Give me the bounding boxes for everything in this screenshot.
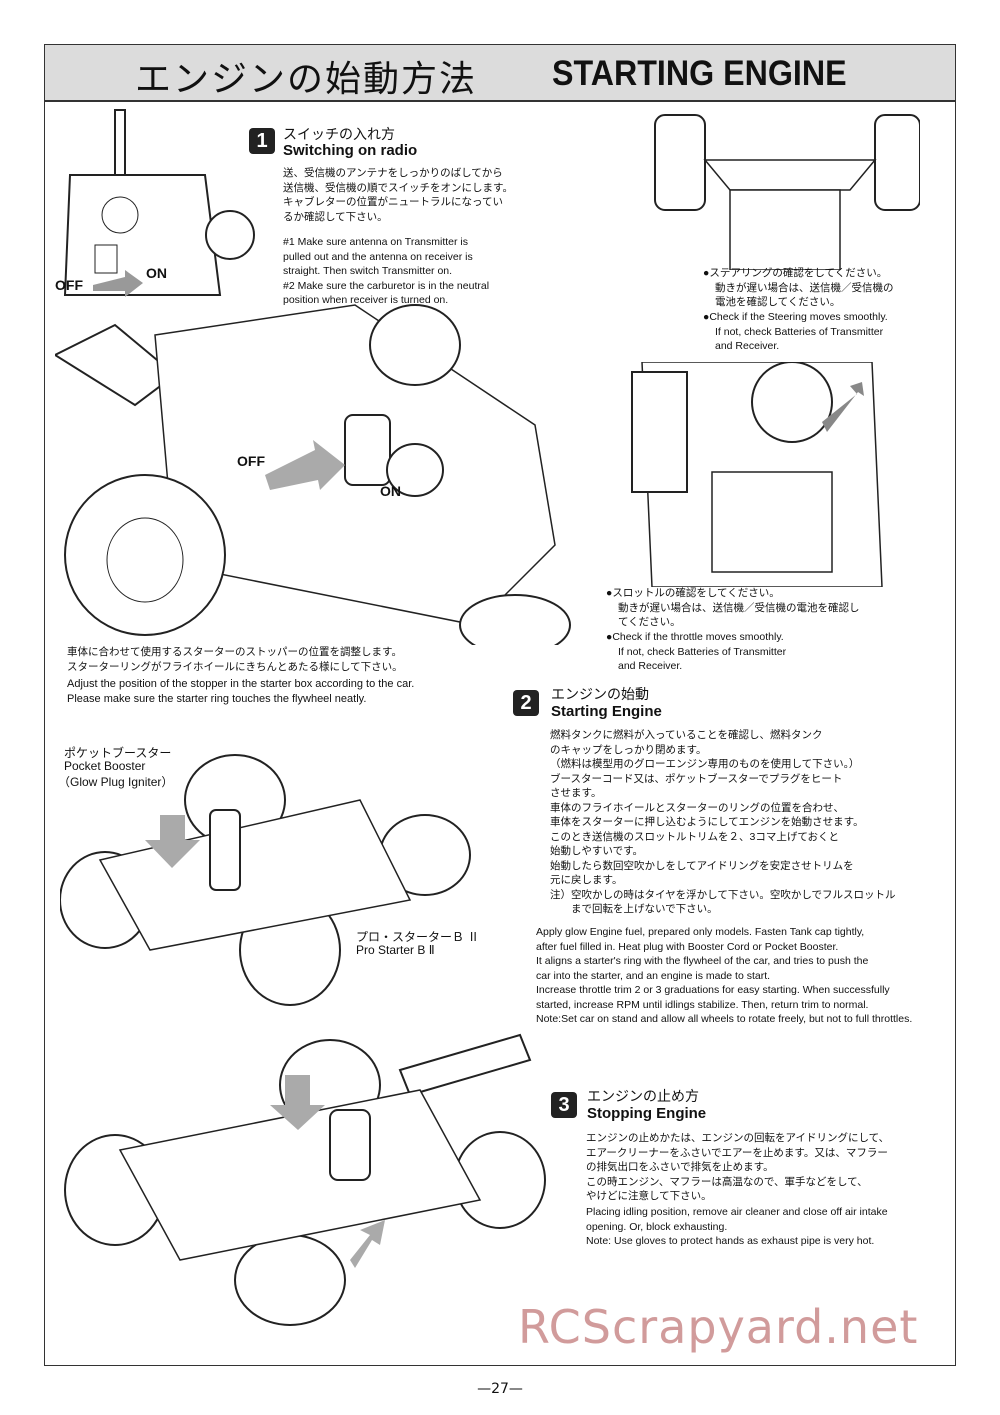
- section-3-title-jp: エンジンの止め方: [587, 1089, 699, 1105]
- throttle-note-en: ●Check if the throttle moves smoothly. I…: [606, 631, 787, 672]
- pro-starter-label-jp: プロ・スターターＢ Ⅱ: [356, 930, 480, 944]
- throttle-note-jp: ●スロットルの確認をしてください。 動きが遅い場合は、送信機／受信機の電池を確認…: [606, 587, 860, 628]
- off-label-receiver: OFF: [237, 453, 265, 469]
- on-label-receiver: ON: [380, 483, 401, 499]
- pocket-booster-label-en: Pocket Booster: [64, 759, 146, 773]
- steering-note-en: ●Check if the Steering moves smoothly. I…: [703, 311, 888, 352]
- on-label-transmitter: ON: [146, 265, 167, 281]
- transmitter-illustration: [63, 109, 255, 297]
- section-3-title-en: Stopping Engine: [587, 1105, 707, 1122]
- pro-starter-label-en: Pro Starter B Ⅱ: [356, 943, 435, 957]
- section-1-title-en: Switching on radio: [283, 142, 418, 159]
- section-3-text-en: Placing idling position, remove air clea…: [586, 1206, 888, 1247]
- pocket-booster-car-illustration: [60, 754, 471, 1006]
- section-1-title-jp: スイッチの入れ方: [283, 127, 395, 143]
- pocket-booster-label-en-2: （Glow Plug Igniter）: [58, 775, 174, 789]
- off-label-transmitter: OFF: [55, 277, 83, 293]
- watermark: RCScrapyard.net: [518, 1300, 919, 1354]
- steering-topview-illustration: [654, 114, 920, 270]
- section-2-number: 2: [513, 690, 539, 716]
- page-number: —27—: [477, 1381, 523, 1397]
- section-1-number: 1: [249, 128, 275, 154]
- throttle-topview-illustration: [631, 362, 883, 587]
- section-2-title-jp: エンジンの始動: [551, 687, 649, 703]
- section-3-number: 3: [551, 1092, 577, 1118]
- stopping-engine-car-illustration: [64, 1033, 546, 1326]
- pocket-booster-label-jp: ポケットブースター: [64, 746, 172, 760]
- page-title-english: STARTING ENGINE: [552, 54, 847, 93]
- starter-note-en: Adjust the position of the stopper in th…: [67, 678, 415, 705]
- title-banner: [44, 44, 956, 102]
- starter-note-jp: 車体に合わせて使用するスターターのストッパーの位置を調整します。スターターリング…: [67, 646, 403, 673]
- section-3-text-jp: エンジンの止めかたは、エンジンの回転をアイドリングにして、エアークリーナーをふさ…: [586, 1132, 890, 1202]
- page-title-japanese: エンジンの始動方法: [135, 59, 478, 100]
- section-2-text-en: Apply glow Engine fuel, prepared only mo…: [536, 926, 913, 1025]
- section-2-text-jp: 燃料タンクに燃料が入っていることを確認し、燃料タンクのキャップをしっかり閉めます…: [550, 729, 896, 915]
- section-1-text-jp: 送、受信機のアンテナをしっかりのばしてから送信機、受信機の順でスイッチをオンにし…: [283, 167, 513, 223]
- car-receiver-illustration: [55, 304, 571, 645]
- section-2-title-en: Starting Engine: [551, 703, 662, 720]
- steering-note-jp: ●ステアリングの確認をしてください。 動きが遅い場合は、送信機／受信機の 電池を…: [703, 267, 894, 308]
